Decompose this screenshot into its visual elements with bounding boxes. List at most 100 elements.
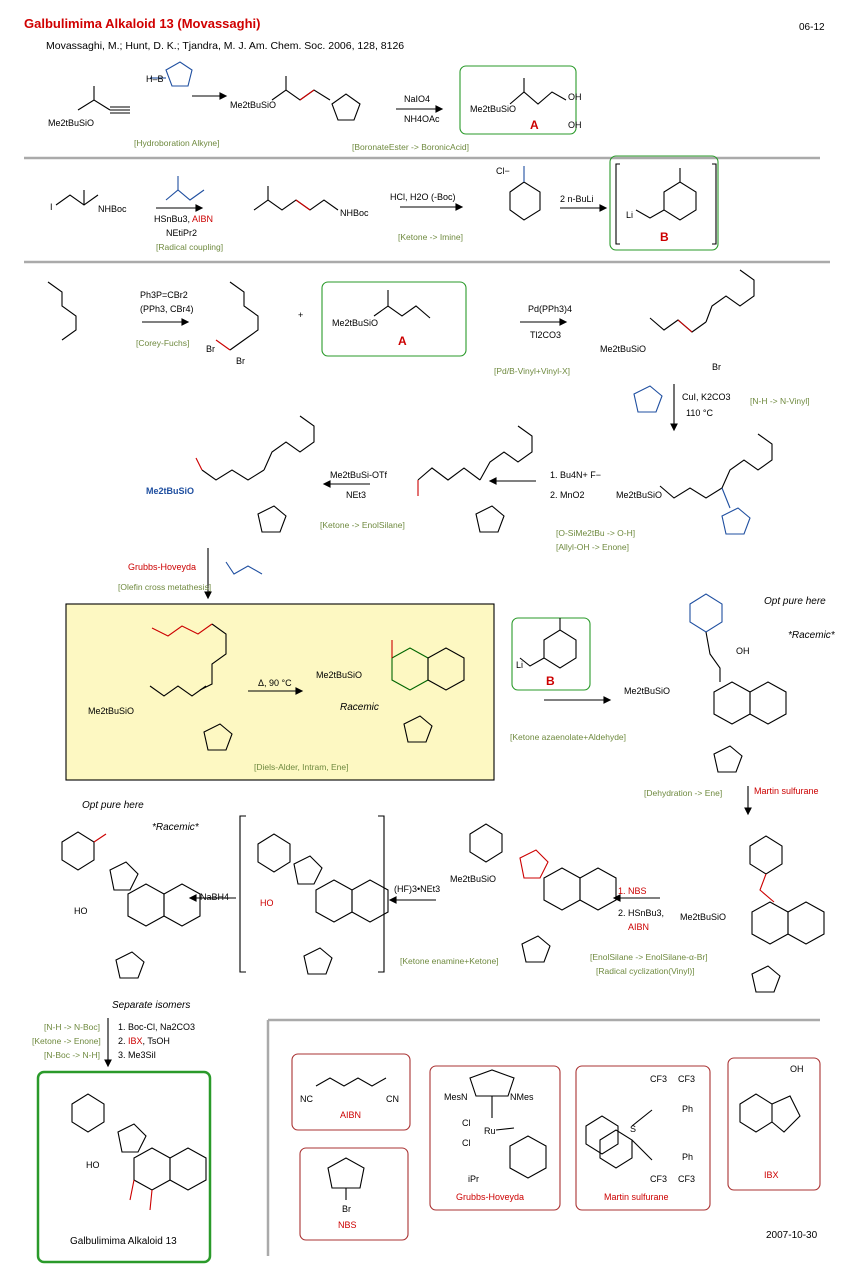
note-racemic-2: *Racemic* <box>152 822 199 833</box>
label-ho-2: HO <box>260 898 274 908</box>
triene-aldehyde <box>149 623 233 751</box>
reagent-mno2: 2. MnO2 <box>550 490 585 500</box>
reagent-hcl: HCl, H2O (-Boc) <box>390 192 456 202</box>
tag-suzuki: [Pd/B-Vinyl+Vinyl-X] <box>494 366 570 376</box>
reagent-temp: 110 °C <box>686 408 713 418</box>
label-tbs-diene: Me2tBuSiO <box>600 344 647 354</box>
note-opt-pure-1: Opt pure here <box>764 596 826 607</box>
reagent-tbsotf: Me2tBuSi-OTf <box>330 470 388 480</box>
reagent-a-box <box>321 281 467 357</box>
grubbs-box <box>429 1065 561 1211</box>
grubbs-structure <box>469 1069 547 1179</box>
reagent-ylide: Ph3P=CBr2 <box>140 290 188 300</box>
reagent-net3: NEt3 <box>346 490 367 500</box>
label-tbs-boronate: Me2tBuSiO <box>230 100 277 110</box>
label-mesn: MesN <box>444 1092 468 1102</box>
aibn-structure <box>315 1077 387 1087</box>
label-oh-2: OH <box>568 120 582 130</box>
tag-dehydration: [Dehydration -> Ene] <box>644 788 723 798</box>
label-ho-final: HO <box>86 1160 100 1170</box>
dibromoalkene <box>215 281 259 351</box>
reagent-pd: Pd(PPh3)4 <box>528 304 573 314</box>
note-opt-pure-2: Opt pure here <box>82 800 144 811</box>
reagent-nbs: 1. NBS <box>618 886 647 896</box>
product-b-box <box>609 155 719 251</box>
tag-deboc: [N-Boc -> N-H] <box>44 1050 100 1060</box>
label-iodide: I <box>50 202 53 212</box>
tag-ketone-enone: [Ketone -> Enone] <box>32 1036 101 1046</box>
reagent-b-letter: B <box>546 674 555 688</box>
tag-hydroboration: [Hydroboration Alkyne] <box>134 138 220 148</box>
reagent-martin: Martin sulfurane <box>754 786 819 796</box>
lithio-imine-b <box>615 163 717 245</box>
ibx-box <box>727 1057 821 1191</box>
label-h-b: H–B <box>146 74 164 84</box>
tag-desilyl: [O-SiMe2tBu -> O-H] <box>556 528 636 538</box>
product-a-letter: A <box>530 118 539 132</box>
nbs-structure <box>327 1157 365 1200</box>
reagent-pph3: (PPh3, CBr4) <box>140 304 194 314</box>
tag-metathesis: [Olefin cross metathesis] <box>118 582 212 592</box>
aldol-adduct <box>689 593 787 773</box>
step-3: 3. Me3SiI <box>118 1050 157 1060</box>
tag-enamine: [Ketone enamine+Ketone] <box>400 956 499 966</box>
martin-box <box>575 1065 711 1211</box>
page-title: Galbulimima Alkaloid 13 (Movassaghi) <box>24 16 261 31</box>
label-br-1: Br <box>206 344 215 354</box>
label-ph-1: Ph <box>682 1104 694 1114</box>
label-tbs-triene: Me2tBuSiO <box>88 706 135 716</box>
tag-n-vinyl: [N-H -> N-Vinyl] <box>750 396 810 406</box>
da-highlight-box <box>65 603 495 781</box>
note-separate-isomers: Separate isomers <box>112 1000 191 1011</box>
page-code: 06-12 <box>799 22 825 33</box>
vinylboronate <box>271 76 361 121</box>
dienamine-product <box>749 835 825 993</box>
reagent-nh4oac: NH4OAc <box>404 114 440 124</box>
label-aibn-cn: CN <box>386 1094 399 1104</box>
tag-boronate: [BoronateEster -> BoronicAcid] <box>352 142 469 152</box>
plus-sign: + <box>298 310 304 320</box>
reagent-hf: (HF)3•NEt3 <box>394 884 441 894</box>
reagent-hsnbu3-2: 2. HSnBu3, <box>618 908 665 918</box>
label-cf3-3: CF3 <box>650 1174 668 1184</box>
reagent-naio4: NaIO4 <box>404 94 431 104</box>
ibx-structure <box>739 1093 801 1133</box>
decalin-aldehyde <box>391 640 465 743</box>
reagent-nabh4: NaBH4 <box>200 892 230 902</box>
label-ru: Ru <box>484 1126 496 1136</box>
label-nhboc-2: NHBoc <box>340 208 369 218</box>
aibn-box <box>291 1053 411 1131</box>
amino-alcohol <box>61 831 201 979</box>
label-cf3-1: CF3 <box>650 1074 668 1084</box>
label-oh-aldol: OH <box>736 646 750 656</box>
iminium <box>509 166 541 221</box>
tag-nboc: [N-H -> N-Boc] <box>44 1022 100 1032</box>
tag-enolsilane: [Ketone -> EnolSilane] <box>320 520 405 530</box>
martin-structure <box>585 1109 653 1169</box>
label-ipr: iPr <box>468 1174 479 1184</box>
caption-aibn: AIBN <box>340 1110 362 1120</box>
step-2: 2. IBX, TsOH <box>118 1036 170 1046</box>
reagent-cui: CuI, K2CO3 <box>682 392 731 402</box>
tag-enone: [Allyl-OH -> Enone] <box>556 542 629 552</box>
label-tbs-dienamine: Me2tBuSiO <box>680 912 727 922</box>
reagent-hsnbu3: HSnBu3, AIBN <box>154 214 214 224</box>
label-tbs-decalin: Me2tBuSiO <box>316 670 363 680</box>
reagent-heat: Δ, 90 °C <box>258 678 292 688</box>
tag-diels-alder: [Diels-Alder, Intram, Ene] <box>254 762 349 772</box>
final-product-box <box>36 1070 212 1264</box>
label-br-3: Br <box>712 362 721 372</box>
tag-imine: [Ketone -> Imine] <box>398 232 463 242</box>
tag-radical: [Radical coupling] <box>156 242 224 252</box>
reagent-aibn-2: AIBN <box>628 922 650 932</box>
oxazolidinone-reagent <box>633 385 663 413</box>
label-tbs-silyl: Me2tBuSiO <box>146 486 195 496</box>
caption-grubbs: Grubbs-Hoveyda <box>456 1192 525 1202</box>
label-li-b2: Li <box>516 660 524 670</box>
reagent-a-letter: A <box>398 334 407 348</box>
heptenal <box>47 281 77 341</box>
reagent-tl: Tl2CO3 <box>530 330 562 340</box>
reagent-tbaf: 1. Bu4N+ F− <box>550 470 602 480</box>
page-date: 2007-10-30 <box>766 1230 818 1241</box>
